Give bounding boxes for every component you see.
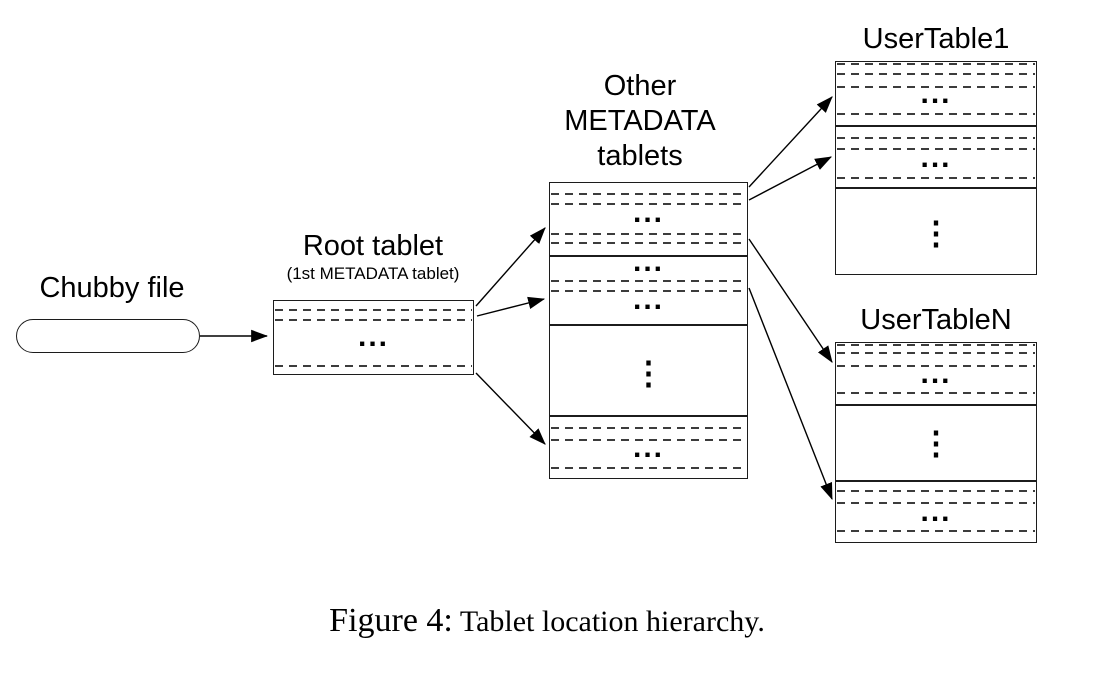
ellipsis-row: ... xyxy=(632,431,664,464)
dashed-row-divider xyxy=(837,148,1035,150)
metadata-label-line1: Other xyxy=(603,70,677,102)
arrow-root-to-metadata-2 xyxy=(476,296,546,317)
dashed-row-divider xyxy=(837,490,1035,492)
metadata-tablets-label: Other METADATA tablets xyxy=(540,69,740,174)
figure-caption-text: Tablet location hierarchy. xyxy=(452,605,765,638)
root-tablet-label: Root tablet xyxy=(302,230,444,262)
dashed-row-divider xyxy=(837,63,1035,65)
dashed-row-divider xyxy=(837,73,1035,75)
section-divider xyxy=(836,480,1036,482)
dashed-row-divider xyxy=(275,365,472,367)
dashed-row-divider xyxy=(551,290,746,292)
dashed-row-divider xyxy=(275,319,472,321)
section-divider xyxy=(836,125,1036,127)
section-divider xyxy=(836,187,1036,189)
dashed-row-divider xyxy=(551,427,746,429)
dashed-row-divider xyxy=(837,137,1035,139)
usertablen-label: UserTableN xyxy=(860,304,1012,336)
metadata-tablets-box: ... ... ... ⋮ ... xyxy=(549,182,748,479)
usertablen-box: ... ⋮ ... xyxy=(835,342,1037,543)
ellipsis-row: ... xyxy=(632,245,664,278)
dashed-row-divider xyxy=(837,530,1035,532)
dashed-row-divider xyxy=(837,177,1035,179)
ellipsis-row: ... xyxy=(357,320,389,353)
ellipsis-row: ... xyxy=(632,196,664,229)
arrow-root-to-metadata-3 xyxy=(475,372,546,445)
dashed-row-divider xyxy=(837,365,1035,367)
dashed-row-divider xyxy=(551,467,746,469)
section-divider xyxy=(550,255,747,257)
dashed-row-divider xyxy=(551,193,746,195)
usertable1-label: UserTable1 xyxy=(862,23,1010,55)
root-tablet-box: ... xyxy=(273,300,474,375)
arrow-metadata-to-usertablen-2 xyxy=(748,287,833,501)
ellipsis-row: ... xyxy=(632,283,664,316)
vertical-ellipsis-row: ⋮ xyxy=(920,425,952,461)
ellipsis-row: ... xyxy=(920,141,952,174)
usertable1-box: ... ... ⋮ xyxy=(835,61,1037,275)
dashed-row-divider xyxy=(275,309,472,311)
section-divider xyxy=(550,415,747,417)
dashed-row-divider xyxy=(837,86,1035,88)
dashed-row-divider xyxy=(837,502,1035,504)
ellipsis-row: ... xyxy=(920,77,952,110)
ellipsis-row: ... xyxy=(920,357,952,390)
figure-caption-label: Figure 4: xyxy=(329,602,453,639)
chubby-file-pill xyxy=(16,319,200,353)
metadata-label-line2: METADATA xyxy=(564,105,716,137)
root-tablet-sublabel: (1st METADATA tablet) xyxy=(286,264,460,283)
metadata-label-line3: tablets xyxy=(597,140,683,172)
dashed-row-divider xyxy=(551,439,746,441)
dashed-row-divider xyxy=(551,280,746,282)
chubby-file-label: Chubby file xyxy=(39,272,185,304)
dashed-row-divider xyxy=(837,352,1035,354)
arrow-metadata-to-usertable1-2 xyxy=(748,156,833,201)
dashed-row-divider xyxy=(837,392,1035,394)
dashed-row-divider xyxy=(551,233,746,235)
ellipsis-row: ... xyxy=(920,495,952,528)
dashed-row-divider xyxy=(837,113,1035,115)
dashed-row-divider xyxy=(551,242,746,244)
dashed-row-divider xyxy=(837,344,1035,346)
vertical-ellipsis-row: ⋮ xyxy=(632,355,665,391)
vertical-ellipsis-row: ⋮ xyxy=(920,215,952,251)
section-divider xyxy=(550,324,747,326)
figure-caption: Figure 4: Tablet location hierarchy. xyxy=(0,602,1094,640)
section-divider xyxy=(836,404,1036,406)
dashed-row-divider xyxy=(551,203,746,205)
arrow-metadata-to-usertablen-1 xyxy=(748,238,833,363)
arrow-metadata-to-usertable1-1 xyxy=(748,96,833,188)
